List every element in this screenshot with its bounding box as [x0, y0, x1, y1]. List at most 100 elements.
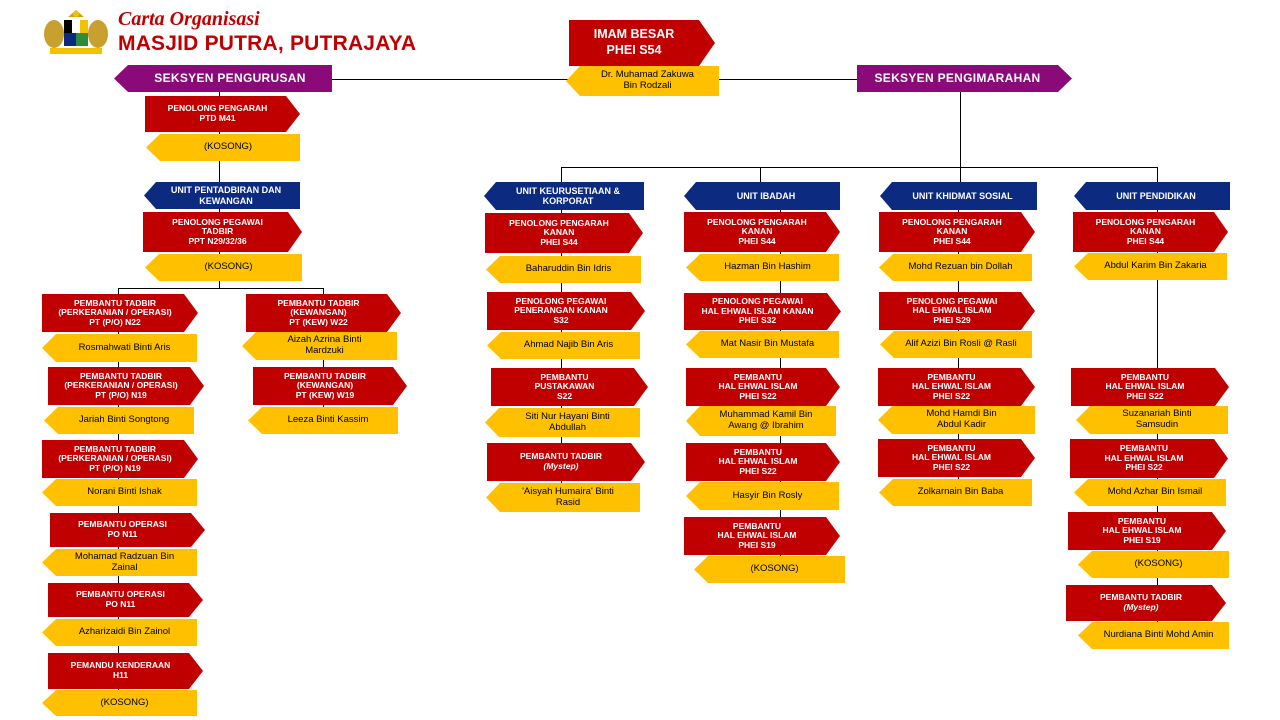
pos-line: HAL EHWAL ISLAM KANAN	[701, 305, 814, 316]
unit-name-line: UNIT PENDIDIKAN	[1116, 190, 1196, 201]
unit-pentadbiran-kewangan: UNIT PENTADBIRAN DAN KEWANGAN	[144, 182, 300, 209]
pos-line: PEMBANTU TADBIR	[283, 370, 366, 381]
pos-line: (Mystep)	[543, 461, 579, 471]
pos-line: PHEI S19	[1123, 534, 1161, 545]
position-box: PENOLONG PENGARAH KANAN PHEI S44	[1073, 212, 1228, 252]
pos-line: PEMBANTU	[927, 371, 976, 382]
pos-line: PHEI S32	[738, 315, 777, 326]
holder-box: (KOSONG)	[694, 556, 845, 583]
pos-line: HAL EHWAL ISLAM	[717, 530, 797, 541]
section-pengimarahan: SEKSYEN PENGIMARAHAN	[857, 65, 1072, 92]
pos-line: HAL EHWAL ISLAM	[912, 305, 992, 316]
imam-holder-box: Dr. Muhamad Zakuwa Bin Rodzali	[566, 66, 719, 96]
connector	[1157, 167, 1158, 182]
pos-line: KANAN	[543, 227, 575, 238]
position-box: PEMBANTU TADBIR (KEWANGAN) PT (KEW) W22	[246, 294, 401, 332]
holder-name: Norani Binti Ishak	[87, 486, 162, 498]
pos-line: PHEI S22	[739, 465, 777, 476]
holder-box: Baharuddin Bin Idris	[486, 256, 641, 283]
imam-besar-box: IMAM BESAR PHEI S54	[569, 20, 715, 66]
pos-line: PEMBANTU TADBIR	[73, 297, 156, 308]
pos-line: PENERANGAN KANAN	[514, 305, 608, 316]
pos-line: PENOLONG PEGAWAI	[906, 295, 998, 306]
holder-name: Alif Azizi Bin Rosli @ Rasli	[905, 338, 1017, 350]
holder-name: Awang @ Ibrahim	[728, 420, 804, 431]
pos-line: PENOLONG PENGARAH	[167, 103, 268, 114]
position-box: PEMBANTU TADBIR (KEWANGAN) PT (KEW) W19	[253, 367, 407, 405]
holder-name: Mohd Azhar Bin Ismail	[1107, 486, 1203, 498]
pos-line: PEMBANTU TADBIR	[1099, 592, 1182, 603]
holder-box: Norani Binti Ishak	[42, 479, 197, 506]
position-box: PEMBANTU HAL EHWAL ISLAM PHEI S22	[1071, 368, 1229, 406]
pos-line: PEMBANTU TADBIR	[277, 297, 360, 308]
holder-box: Muhammad Kamil Bin Awang @ Ibrahim	[686, 406, 836, 436]
pos-line: PEMBANTU TADBIR	[73, 443, 156, 454]
connector	[760, 167, 761, 182]
connector	[960, 167, 961, 182]
holder-box: Rosmahwati Binti Aris	[42, 334, 197, 362]
pos-line: (Mystep)	[1123, 602, 1159, 612]
holder-name: (KOSONG)	[750, 563, 799, 575]
pos-line: PHEI S22	[739, 390, 777, 401]
unit-ibadah: UNIT IBADAH	[684, 182, 840, 210]
pos-line: (PERKERANIAN / OPERASI)	[58, 453, 172, 464]
holder-name: Muhammad Kamil Bin	[719, 409, 813, 421]
holder-box: Zolkarnain Bin Baba	[879, 479, 1032, 506]
pos-line: PHEI S19	[738, 539, 776, 550]
pos-line: PENOLONG PEGAWAI	[712, 296, 803, 307]
pos-line: PT (KEW) W19	[295, 389, 355, 400]
holder-name: Mat Nasir Bin Mustafa	[720, 338, 815, 350]
holder-name: Rosmahwati Binti Aris	[78, 341, 171, 353]
holder-name: (KOSONG)	[1134, 558, 1183, 570]
pos-line: PUSTAKAWAN	[534, 381, 595, 392]
connector	[561, 167, 562, 182]
holder-box: (KOSONG)	[42, 690, 197, 716]
pos-line: PHEI S44	[738, 235, 776, 246]
unit-name-line: UNIT KHIDMAT SOSIAL	[912, 190, 1013, 201]
holder-name: Suzanariah Binti	[1122, 408, 1192, 420]
holder-name: Hasyir Bin Rosly	[732, 489, 803, 501]
holder-box: Leeza Binti Kassim	[248, 407, 398, 434]
holder-name: Jariah Binti Songtong	[78, 414, 170, 426]
position-box: PENOLONG PEGAWAI PENERANGAN KANAN S32	[487, 292, 645, 330]
pos-line: PEMBANTU	[927, 442, 976, 453]
pentadbiran-head-position: PENOLONG PEGAWAI TADBIR PPT N29/32/36	[143, 212, 302, 252]
holder-name: Nurdiana Binti Mohd Amin	[1103, 629, 1214, 641]
connector	[118, 288, 324, 289]
holder-box: Siti Nur Hayani Binti Abdullah	[485, 408, 640, 437]
pos-line: PEMBANTU	[1120, 371, 1170, 382]
pos-line: PEMBANTU	[732, 520, 782, 531]
unit-khidmat-sosial: UNIT KHIDMAT SOSIAL	[880, 182, 1037, 210]
holder-box: Mohd Azhar Bin Ismail	[1074, 479, 1226, 506]
pos-line: PT (P/O) N22	[89, 316, 141, 327]
holder-name: (KOSONG)	[203, 141, 253, 153]
holder-name: (KOSONG)	[100, 696, 149, 708]
jata-negara-logo	[44, 10, 108, 54]
position-box: PEMBANTU HAL EHWAL ISLAM PHEI S22	[878, 368, 1035, 406]
pos-line: (KEWANGAN)	[296, 380, 354, 391]
pos-line: PENOLONG PENGARAH	[707, 216, 807, 227]
connector	[561, 167, 1158, 168]
section-pengimarahan-label: SEKSYEN PENGIMARAHAN	[874, 70, 1041, 85]
position-box: PEMBANTU HAL EHWAL ISLAM PHEI S22	[686, 443, 840, 481]
pos-line: KANAN	[936, 226, 968, 237]
holder-box: Azharizaidi Bin Zainol	[42, 619, 197, 646]
holder-box: Hasyir Bin Rosly	[686, 482, 839, 510]
pos-line: PHEI S29	[933, 314, 971, 325]
holder-box: Mohamad Radzuan Bin Zainal	[42, 549, 197, 576]
position-box: PENOLONG PENGARAH KANAN PHEI S44	[879, 212, 1035, 252]
holder-box: Aizah Azrina Binti Mardzuki	[242, 332, 397, 360]
unit-name-line: KEWANGAN	[199, 195, 253, 206]
holder-box: Mohd Rezuan bin Dollah	[879, 254, 1032, 281]
chart-title-line2: MASJID PUTRA, PUTRAJAYA	[118, 32, 417, 55]
unit-name-line: KORPORAT	[542, 196, 594, 206]
holder-name: Leeza Binti Kassim	[287, 414, 369, 426]
imam-holder-line1: Dr. Muhamad Zakuwa	[601, 69, 694, 81]
unit-keurusetiaan-korporat: UNIT KEURUSETIAAN & KORPORAT	[484, 182, 644, 210]
position-box: PEMBANTU HAL EHWAL ISLAM PHEI S19	[1068, 512, 1226, 550]
holder-name: Hazman Bin Hashim	[724, 261, 811, 273]
pos-line: PEMBANTU	[540, 371, 589, 382]
pos-line: PEMBANTU	[733, 446, 783, 457]
position-box: PEMBANTU HAL EHWAL ISLAM PHEI S22	[878, 439, 1035, 477]
pos-line: S22	[556, 390, 573, 401]
